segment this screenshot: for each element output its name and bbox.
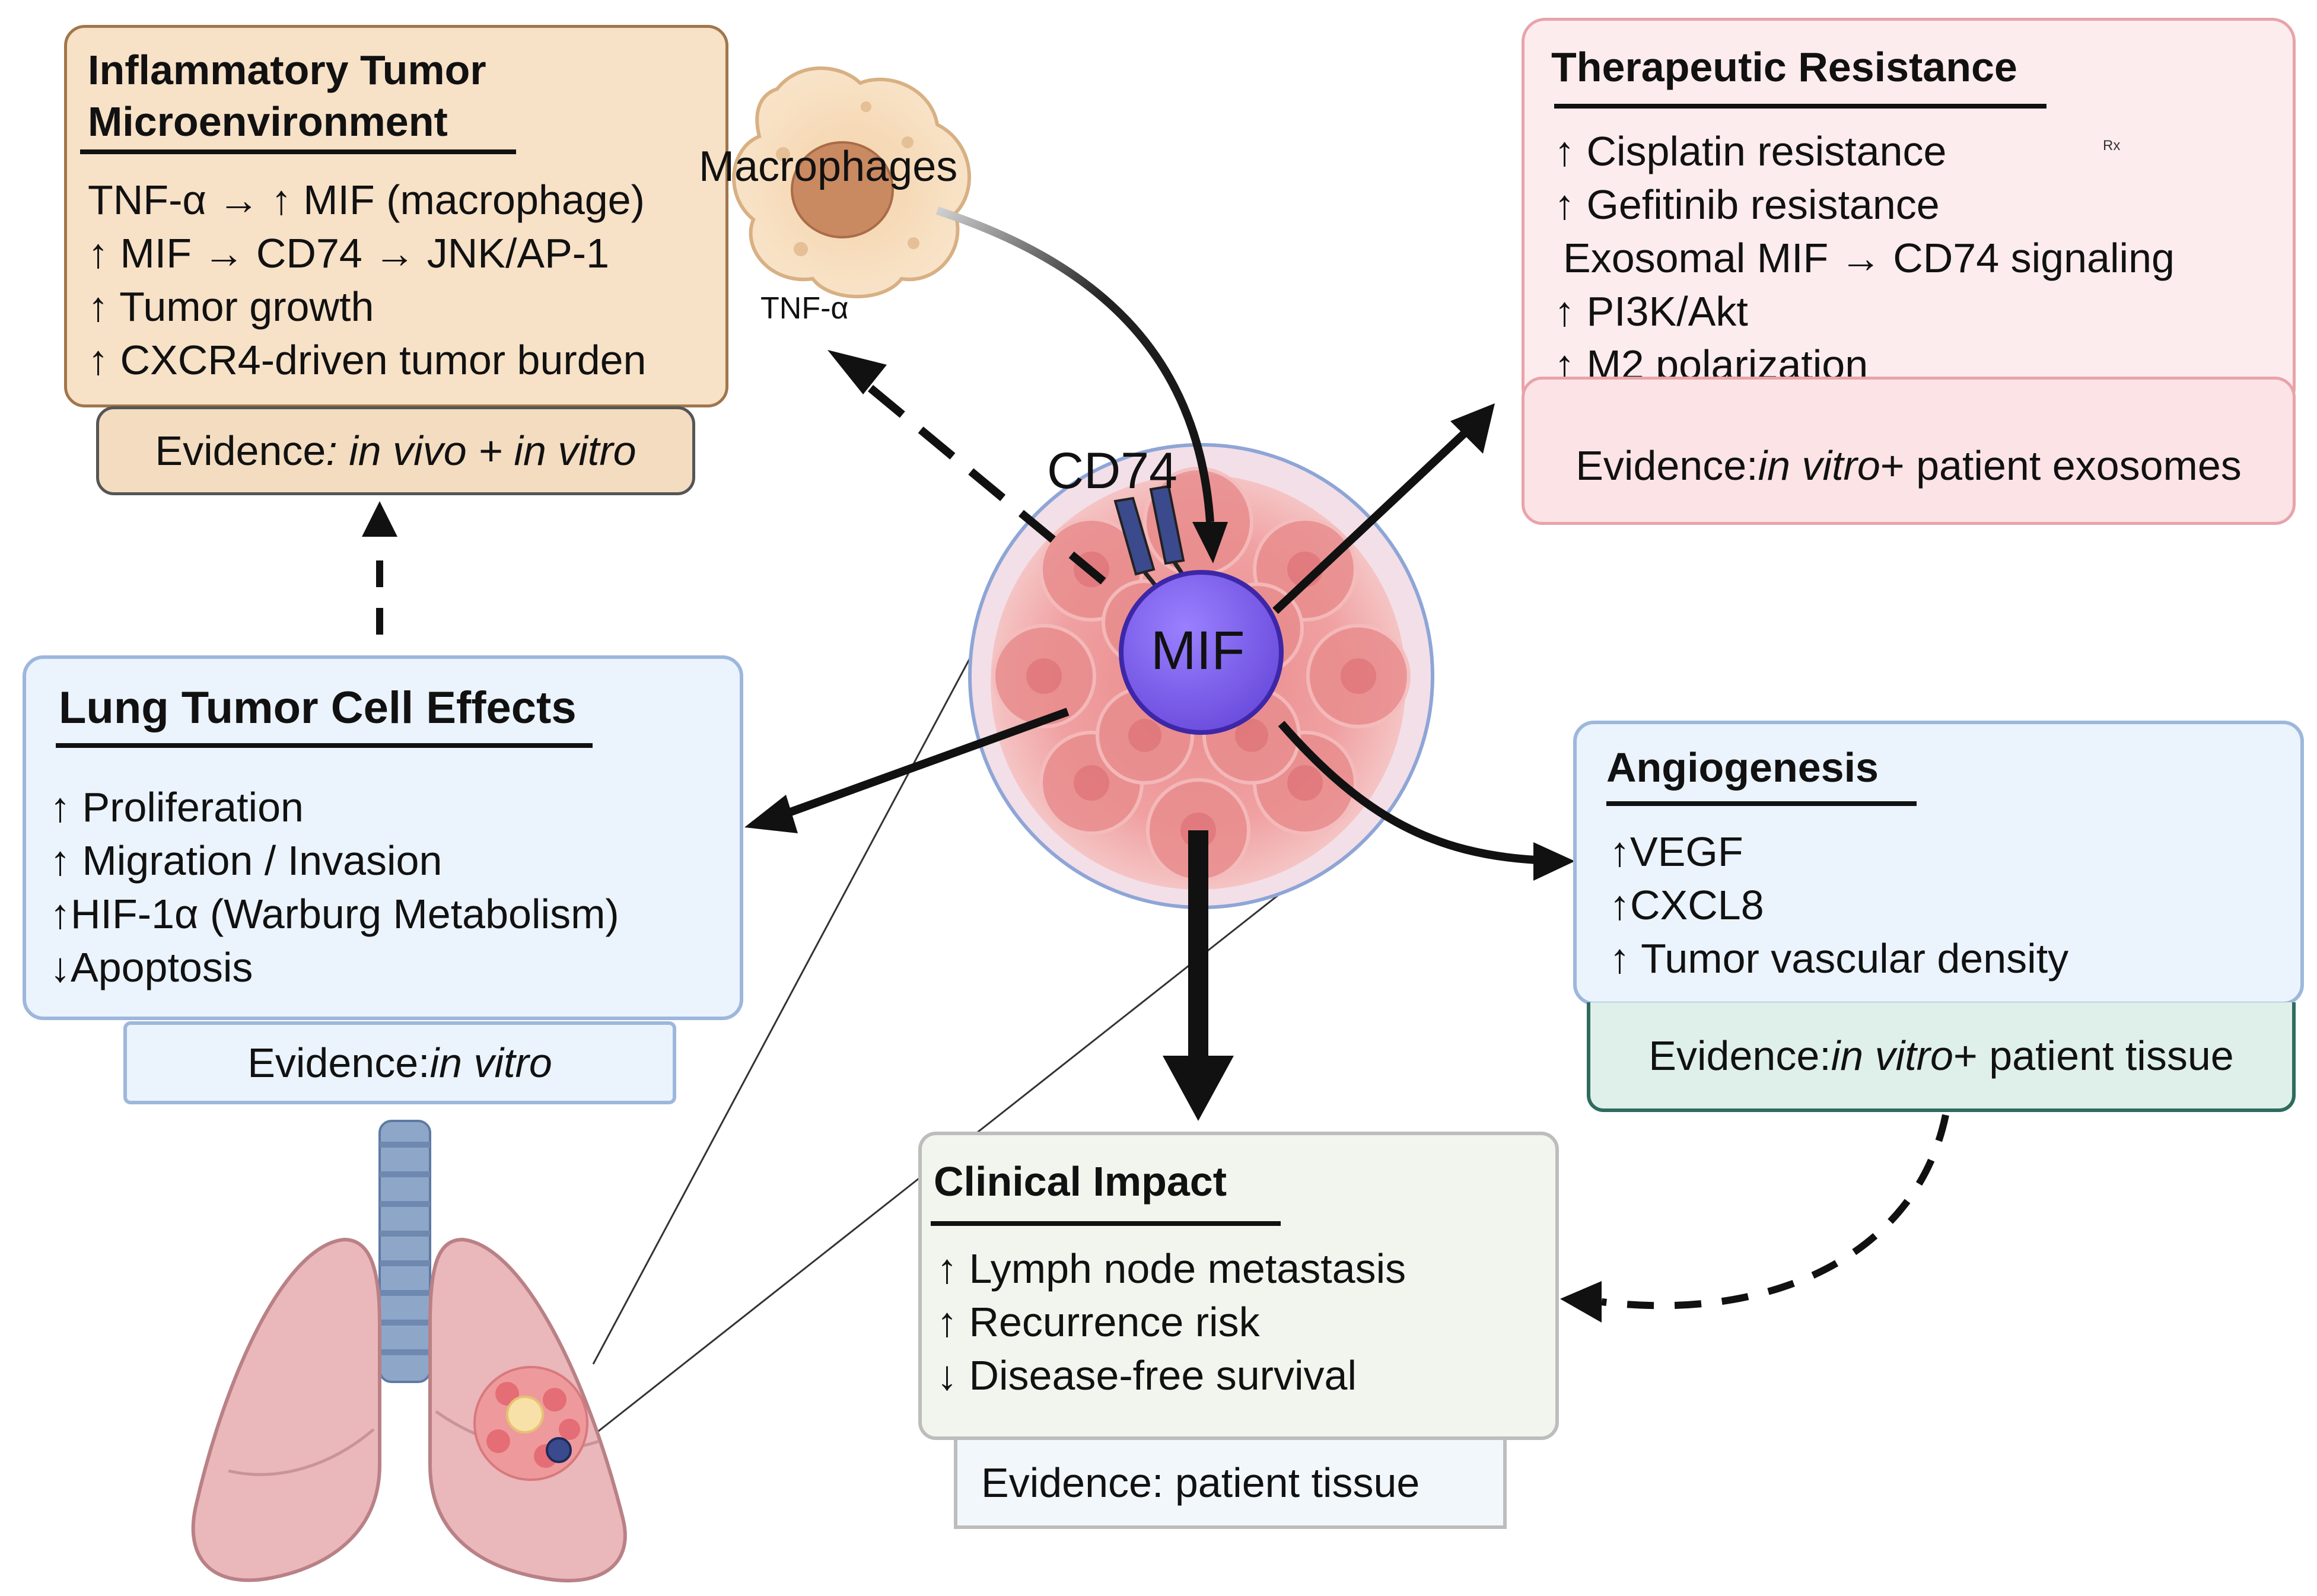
lung-tumor-lines: ↑ Proliferation ↑ Migration / Invasion ↑…: [50, 781, 619, 994]
lung-tumor-line: ↑HIF-1α (Warburg Metabolism): [50, 891, 619, 937]
inflammatory-title-1: Inflammatory Tumor: [88, 47, 486, 93]
arrows: [362, 206, 1949, 1323]
lung-tumor-title-underline: [56, 743, 593, 748]
angiogenesis-box: Angiogenesis ↑VEGF ↑CXCL8 ↑ Tumor vascul…: [1573, 721, 2304, 1005]
inflammatory-lines: TNF-α → ↑ MIF (macrophage) ↑ MIF → CD74 …: [88, 173, 646, 387]
lung-tumor-box: Lung Tumor Cell Effects ↑ Proliferation …: [23, 655, 743, 1020]
mif-label: MIF: [1151, 620, 1245, 681]
clinical-box: Clinical Impact ↑ Lymph node metastasis …: [918, 1132, 1559, 1440]
lung-tumor-title: Lung Tumor Cell Effects: [59, 683, 577, 733]
evidence-italic: in vitro: [1831, 1032, 1953, 1079]
therapeutic-line: ↑ Gefitinib resistance: [1554, 181, 1940, 228]
lung-tumor-evidence: Evidence: in vitro: [123, 1021, 676, 1104]
inflammatory-line: ↑ Tumor growth: [88, 283, 374, 330]
inflammatory-line: ↑ CXCR4-driven tumor burden: [88, 337, 647, 383]
inflammatory-title-2: Microenvironment: [88, 98, 448, 145]
clinical-lines: ↑ Lymph node metastasis ↑ Recurrence ris…: [937, 1242, 1406, 1402]
inflammatory-line: ↑ MIF → CD74 → JNK/AP-1: [88, 230, 610, 276]
evidence-italic: in vitro: [429, 1040, 552, 1086]
therapeutic-box: Therapeutic Resistance ↑ Cisplatin resis…: [1522, 18, 2296, 412]
inflammatory-line: TNF-α → ↑ MIF (macrophage): [88, 177, 645, 223]
evidence-italic: : in vivo + in vitro: [326, 428, 636, 474]
evidence-suffix: + patient tissue: [1953, 1032, 2234, 1079]
clinical-evidence: Evidence: patient tissue: [954, 1440, 1507, 1529]
clinical-line: ↑ Lymph node metastasis: [937, 1245, 1406, 1292]
angiogenesis-evidence: Evidence: in vitro + patient tissue: [1587, 1002, 2296, 1112]
therapeutic-line: ↑ Cisplatin resistance: [1554, 128, 1947, 174]
lungs-illustration: [191, 1120, 627, 1583]
lung-tumor-line: ↓Apoptosis: [50, 944, 253, 990]
tnf-alpha-label: TNF-α: [760, 291, 849, 326]
angiogenesis-title: Angiogenesis: [1606, 744, 1879, 791]
cd74-label: CD74: [1047, 442, 1177, 499]
clinical-title: Clinical Impact: [934, 1158, 1227, 1205]
evidence-italic: in vitro: [1758, 442, 1880, 489]
therapeutic-title: Therapeutic Resistance: [1551, 44, 2017, 90]
evidence-prefix: Evidence:: [247, 1040, 430, 1086]
rx-label: Rx: [2103, 138, 2121, 154]
angiogenesis-lines: ↑VEGF ↑CXCL8 ↑ Tumor vascular density: [1609, 825, 2068, 985]
clinical-line: ↑ Recurrence risk: [937, 1299, 1260, 1345]
inflammatory-evidence: Evidence: in vivo + in vitro: [96, 406, 695, 495]
evidence-text: Evidence: patient tissue: [981, 1460, 1420, 1506]
clinical-title-underline: [931, 1221, 1281, 1226]
angiogenesis-line: ↑CXCL8: [1609, 882, 1764, 928]
inflammatory-title-underline: [80, 149, 516, 154]
therapeutic-title-underline: [1554, 104, 2047, 109]
therapeutic-lines: ↑ Cisplatin resistance ↑ Gefitinib resis…: [1554, 125, 2175, 391]
lung-tumor-line: ↑ Migration / Invasion: [50, 837, 443, 884]
therapeutic-evidence: Evidence: in vitro + patient exosomes: [1522, 377, 2296, 525]
mif-molecule: [1119, 570, 1284, 735]
clinical-line: ↓ Disease-free survival: [937, 1352, 1357, 1399]
lung-tumor-line: ↑ Proliferation: [50, 784, 304, 830]
macrophages-label: Macrophages: [699, 143, 958, 190]
macrophage-cell: [732, 66, 971, 298]
therapeutic-line: ↑ PI3K/Akt: [1554, 288, 1748, 335]
angiogenesis-line: ↑ Tumor vascular density: [1609, 935, 2069, 982]
evidence-prefix: Evidence:: [1576, 442, 1758, 489]
angiogenesis-title-underline: [1606, 801, 1917, 806]
angiogenesis-line: ↑VEGF: [1609, 829, 1743, 875]
therapeutic-line: Exosomal MIF → CD74 signaling: [1563, 235, 2175, 281]
evidence-suffix: + patient exosomes: [1880, 442, 2242, 489]
evidence-prefix: Evidence: [155, 428, 326, 474]
evidence-prefix: Evidence:: [1648, 1032, 1831, 1079]
inflammatory-box: Inflammatory Tumor Microenvironment TNF-…: [64, 25, 728, 407]
